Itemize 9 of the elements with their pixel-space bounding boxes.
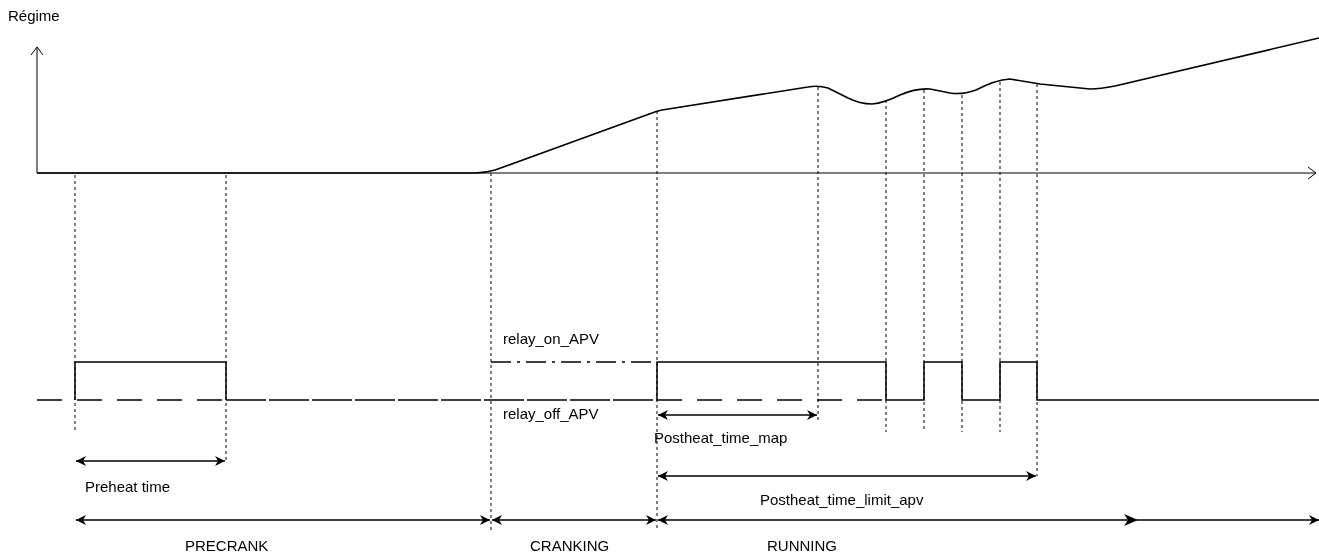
signal-label: relay_on_APV	[503, 331, 599, 346]
phase-label: CRANKING	[530, 538, 610, 553]
axis-label: Régime	[8, 8, 60, 23]
signal-label: relay_off_APV	[503, 406, 599, 421]
duration-label: Postheat_time_map	[654, 430, 788, 445]
phase-label: PRECRANK	[185, 538, 269, 553]
phase-label: RUNNING	[767, 538, 837, 553]
duration-label: Postheat_time_limit_apv	[760, 492, 924, 507]
duration-label: Preheat time	[85, 479, 171, 494]
